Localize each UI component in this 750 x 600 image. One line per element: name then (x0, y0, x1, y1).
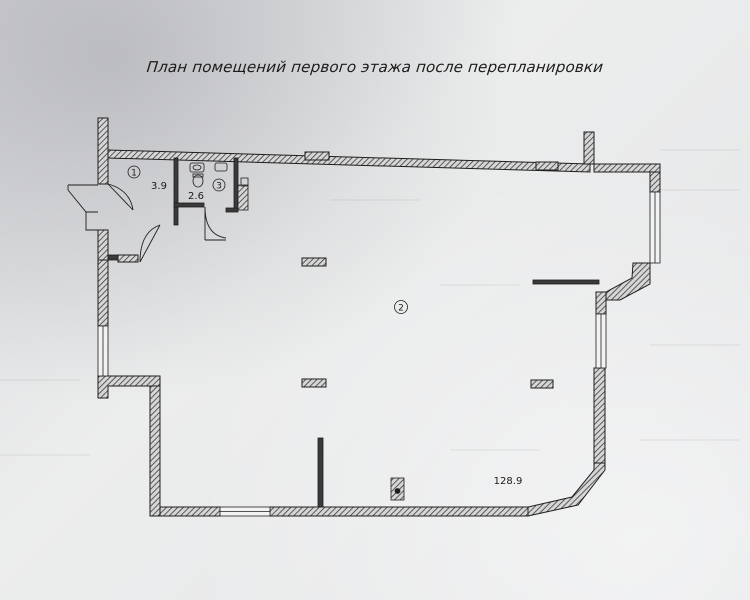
columns (117, 254, 554, 389)
fixtures (189, 162, 405, 501)
room-3-area: 2.6 (188, 191, 204, 202)
room-2-area: 128.9 (494, 476, 523, 487)
room-2-marker (394, 300, 408, 314)
column-2 (301, 378, 327, 388)
room-3-number: 3 (216, 182, 222, 192)
outer-walls (97, 117, 661, 517)
room-1-marker (127, 165, 141, 179)
room-1-number: 1 (131, 169, 137, 179)
column-1 (301, 257, 327, 267)
windows (97, 191, 661, 517)
doors (67, 183, 227, 263)
room-labels: 1 3.9 3 2.6 2 128.9 (127, 165, 523, 487)
column-4 (117, 254, 139, 263)
room-1-area: 3.9 (151, 181, 167, 192)
room-2-number: 2 (398, 304, 404, 314)
room-3-marker (212, 178, 226, 192)
wall-markers (304, 151, 559, 171)
partitions (107, 157, 600, 508)
background-print (0, 149, 740, 456)
column-3 (530, 379, 554, 389)
